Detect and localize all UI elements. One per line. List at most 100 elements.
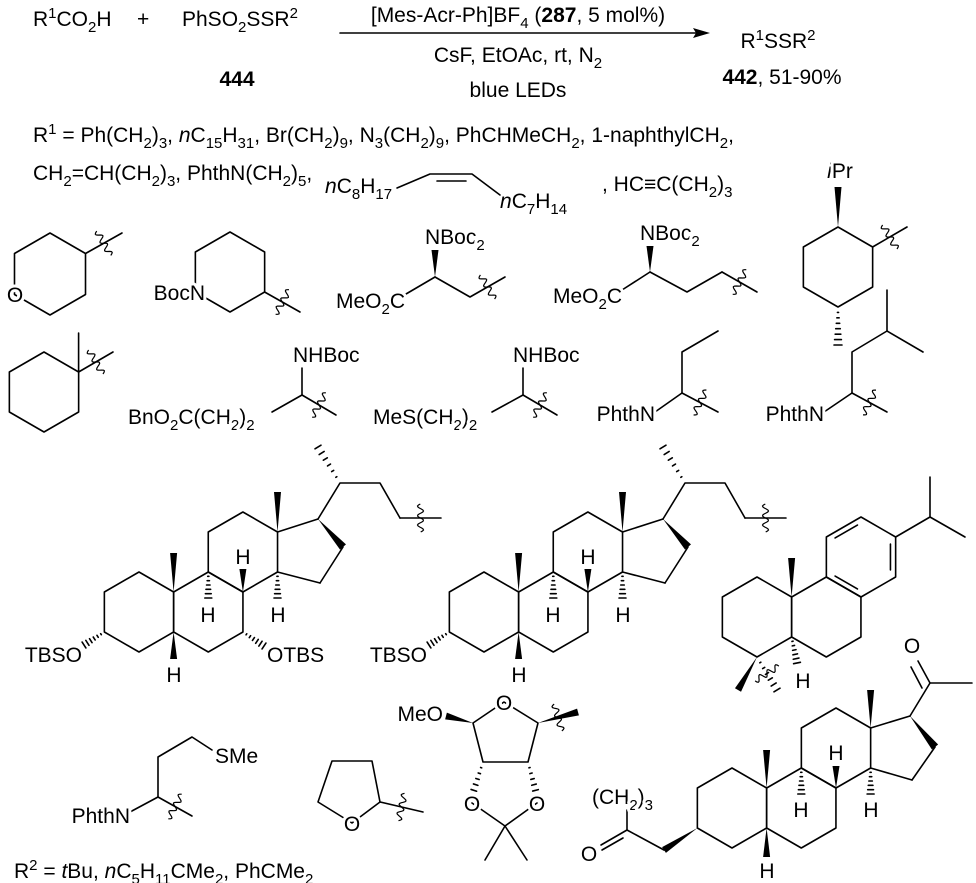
bond-chain [471,802,538,827]
bond [276,518,319,533]
formula-segment: ) [638,786,645,809]
wedge-bond [515,632,523,659]
phthn-label-2: PhthN [766,403,824,426]
piperidine-bocn-label: BocN [154,282,205,305]
wedge-bond [832,766,840,788]
formula-segment: SSR [246,8,289,31]
formula-segment: Pr [832,160,853,183]
bond [869,767,913,781]
formula-segment: =CH(CH [72,162,152,185]
menthyl-structure [802,187,908,346]
formula-segment: 9 [436,135,444,152]
wavy-attachment-icon [862,389,877,416]
formula-segment: C [116,860,131,883]
formula-segment: PhSO [182,8,238,31]
aspartate-derived-structure [405,250,506,300]
conditions-light: blue LEDs [470,79,567,102]
arrow-head-icon [693,28,710,38]
aromatic-ring [825,516,897,598]
thp-oxygen-label: O [7,284,23,307]
formula-segment: MeO [553,285,599,308]
formula-segment: ) [291,162,298,185]
menthyl-ipr-label: iPr [827,160,853,183]
formula-segment: 2 [381,301,389,318]
ring-a [448,571,520,653]
wedge-bond [318,519,346,550]
bond-chain [851,289,888,394]
formula-segment: blue LEDs [470,79,567,102]
tetrahydropyranyl-structure [13,230,123,316]
formula-segment: 287 [541,4,576,27]
wavy-attachment-icon [416,503,425,533]
bond [911,746,936,781]
wedge-bond [834,187,842,227]
formula-segment: 2 [170,417,178,434]
bond [600,829,628,846]
bond-chain [662,482,746,520]
pregnane-h5-label: H [759,860,774,883]
formula-segment: 4 [520,15,528,32]
formula-segment: ) [160,162,167,185]
reactant-compound-number: 444 [219,68,254,91]
formula-segment: H [140,860,155,883]
wavy-attachment-icon [880,224,900,250]
hashed-bond [245,633,267,650]
formula-segment: C [191,124,206,147]
pregnane-ketone-oxygen-label: O [581,843,597,866]
wavy-attachment-icon [754,664,780,683]
wavy-attachment-icon [312,392,326,418]
hashed-bond [797,771,806,795]
ring [194,231,266,313]
formula-segment: ) [462,406,469,429]
steroid1-tbso-label: TBSO [25,644,82,667]
bond [654,392,683,413]
formula-segment: , PhCMe [223,860,305,883]
pregnane-h14-label: H [863,799,878,822]
formula-segment: 3 [724,184,732,201]
hashed-bond [204,575,213,599]
bond [621,271,651,291]
oleyl-alkene [396,173,501,196]
formula-segment: 2 [420,135,428,152]
plus-sign: + [137,8,149,31]
hashed-bond [618,575,627,599]
dioxolane-oxygen-left-label: O [464,793,480,816]
bond [910,666,923,689]
formula-segment: C [607,285,622,308]
formula-segment: , N [348,124,375,147]
formula-segment: n [500,190,512,213]
formula-segment: R [14,860,29,883]
formula-segment: 5 [298,173,306,190]
r2-list: R2 = tBu, nC5H11CMe2, PhCMe2 [14,857,313,883]
formula-segment: , HC≡C(CH [602,173,709,196]
reactant-acid: R1CO2H [33,5,112,36]
phthalimido-leucine-structure [823,289,924,416]
formula-segment: H [360,175,375,198]
formula-segment: 7 [527,201,535,218]
formula-segment: ) [152,124,159,147]
formula-segment: , [728,124,734,147]
formula-segment: 2 [720,135,728,152]
wedge-bond [646,246,654,272]
bond [504,825,528,861]
wedge-bond [274,492,281,532]
formula-segment: H [535,190,550,213]
steroid1-h8-label: H [235,546,250,569]
formula-segment: 2 [290,5,298,22]
formula-segment: C [390,290,405,313]
pregnanone-structure [600,660,973,857]
wavy-attachment-icon [732,269,747,295]
hashed-bond [833,311,843,346]
ring-a [696,767,768,849]
hashed-bond [659,444,683,479]
steroid2-h14-label: H [615,604,630,627]
bond [319,546,344,584]
wavy-attachment-icon [478,274,497,300]
bond [664,546,689,584]
cholane-otbs-structure [426,444,787,659]
formula-segment: 3 [645,797,653,814]
bond-chain [317,760,381,824]
formula-segment: 1 [48,5,56,22]
formula-segment: 2 [88,19,96,36]
